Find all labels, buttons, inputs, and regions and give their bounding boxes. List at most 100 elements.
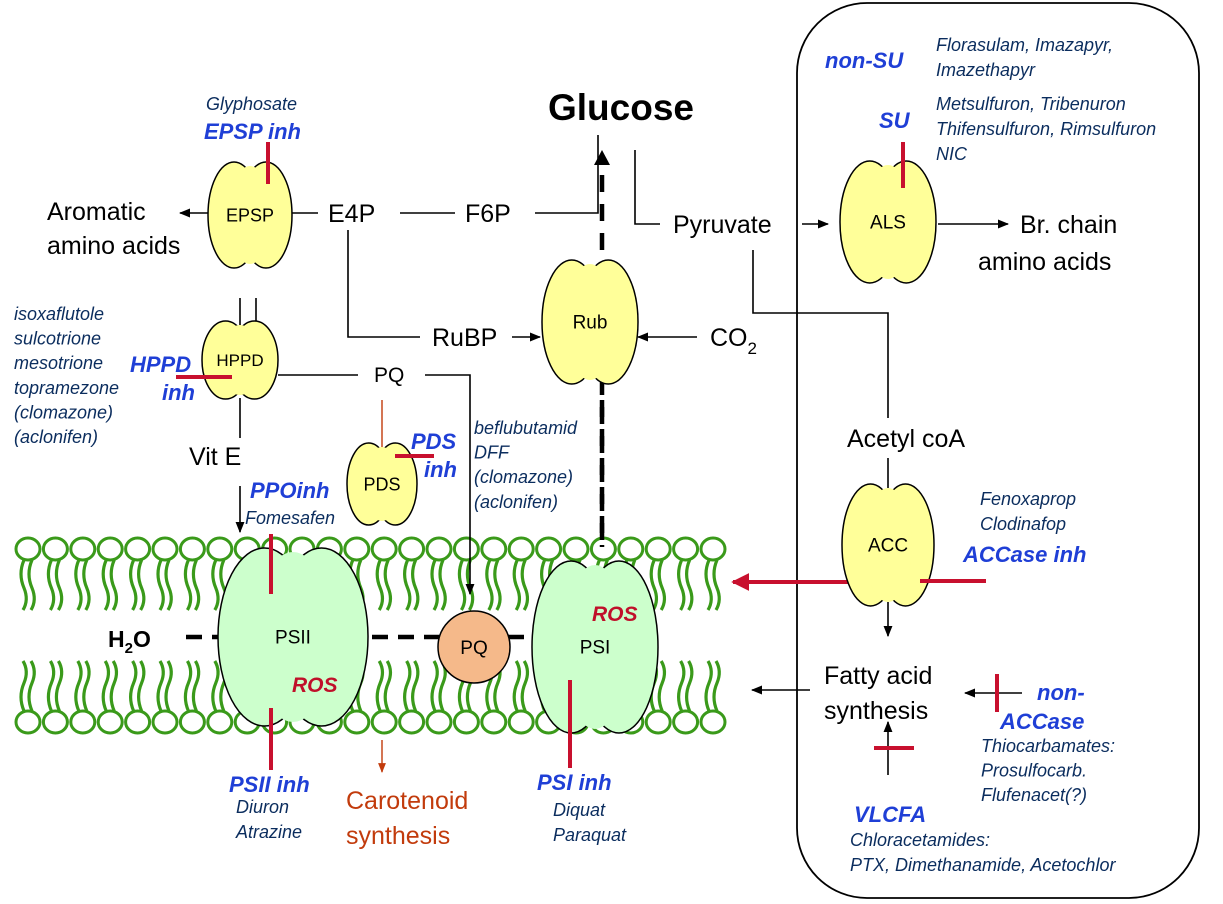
lipid-head: [41, 709, 69, 735]
lipid-head: [69, 536, 97, 562]
lipid-tail: [403, 660, 412, 712]
su-herbicide-0: Metsulfuron, Tribenuron: [936, 94, 1126, 114]
epsp-inh-label: EPSP inh: [204, 119, 301, 144]
psii-herbicide-0: Diuron: [236, 797, 289, 817]
lipid-tail: [164, 559, 173, 611]
e4p-label: E4P: [328, 200, 375, 228]
lipid-tail: [403, 559, 412, 611]
psi-herbicide-1: Paraquat: [553, 825, 627, 845]
lipid-tail: [183, 660, 193, 712]
als-enzyme: ALS: [839, 160, 937, 284]
lipid-head: [507, 536, 535, 562]
hppd-herbicide-0: isoxaflutole: [14, 304, 104, 324]
lipid-tail: [27, 660, 36, 712]
lipid-head: [644, 709, 672, 735]
aromatic-label-line2: amino acids: [47, 232, 180, 260]
pds-herbicide-1: DFF: [474, 443, 510, 463]
lipid-head: [124, 536, 152, 562]
psi-herbicide-0: Diquat: [553, 800, 606, 820]
lipid-tail: [129, 559, 138, 611]
pq-complex: PQ: [437, 610, 511, 684]
pds-inh-label-line1: PDS: [411, 429, 457, 454]
vlcfa-herbicide-1: PTX, Dimethanamide, Acetochlor: [850, 855, 1116, 875]
psii-inh-label: PSII inh: [229, 772, 310, 797]
lipid-tail: [485, 559, 494, 611]
lipid-tail: [411, 559, 420, 611]
aromatic-label-line1: Aromatic: [47, 198, 146, 226]
lipid-tail: [191, 660, 201, 712]
lipid-head: [562, 536, 590, 562]
lipid-tail: [82, 559, 91, 611]
accase-inh-label: ACCase inh: [962, 542, 1086, 567]
co2-label: CO2: [710, 324, 757, 358]
fatty-acid-label-line2: synthesis: [824, 697, 928, 725]
lipid-head: [69, 709, 97, 735]
lipid-tail: [54, 660, 64, 712]
lipid-head: [672, 709, 700, 735]
lipid-tail: [137, 559, 146, 611]
lipid-tail: [649, 559, 659, 611]
lipid-tail: [712, 660, 721, 712]
lipid-tail: [211, 660, 220, 712]
hppd-herbicide-2: mesotrione: [14, 353, 103, 373]
lipid-tail: [191, 559, 201, 611]
lipid-head: [699, 709, 727, 735]
br-chain-label-line2: amino acids: [978, 248, 1111, 276]
lipid-tail: [137, 660, 146, 712]
lipid-tail: [383, 559, 393, 611]
accase-herbicide-0: Fenoxaprop: [980, 489, 1076, 509]
non-accase-label-line2: ACCase: [999, 709, 1084, 734]
lipid-tail: [109, 660, 119, 712]
lipid-tail: [109, 559, 119, 611]
lipid-tail: [438, 559, 447, 611]
water-label: H2O: [108, 626, 151, 657]
epsp-enzyme: EPSP: [207, 161, 293, 269]
lipid-tail: [411, 660, 420, 712]
lipid-tail: [74, 559, 83, 611]
lipid-tail: [677, 660, 686, 712]
lipid-head: [644, 536, 672, 562]
psi-ros-label: ROS: [592, 603, 638, 626]
hppd-herbicide-5: (aclonifen): [14, 427, 98, 447]
lipid-tail: [685, 660, 694, 712]
lipid-tail: [164, 660, 173, 712]
lipid-tail: [520, 559, 530, 611]
inhibitor-bars: [176, 142, 999, 770]
br-chain-label-line1: Br. chain: [1020, 211, 1117, 239]
non-accase-label-line1: non-: [1037, 680, 1085, 705]
lipid-tail: [129, 660, 138, 712]
lipid-head: [425, 709, 453, 735]
hppd-enzyme-label: HPPD: [216, 351, 263, 370]
hppd-herbicide-3: topramezone: [14, 378, 119, 398]
non-su-label: non-SU: [825, 48, 904, 73]
psii-ros-label: ROS: [292, 674, 338, 697]
lipid-head: [206, 536, 234, 562]
lipid-tail: [375, 559, 385, 611]
non-su-herbicide-0: Florasulam, Imazapyr,: [936, 35, 1113, 55]
lipid-tail: [512, 660, 522, 712]
lipid-head: [370, 536, 398, 562]
lipid-head: [452, 536, 480, 562]
f6p-label: F6P: [465, 200, 511, 228]
lipid-head: [206, 709, 234, 735]
ppo-inh-label: PPOinh: [250, 478, 329, 503]
lipid-head: [14, 536, 42, 562]
acetyl-coa-label: Acetyl coA: [847, 425, 965, 453]
pds-herbicide-3: (aclonifen): [474, 492, 558, 512]
glucose-label: Glucose: [548, 87, 694, 128]
lipid-tail: [685, 559, 694, 611]
lipid-head: [672, 536, 700, 562]
lipid-head: [699, 536, 727, 562]
lipid-head: [398, 709, 426, 735]
lipid-tail: [183, 559, 193, 611]
lipid-head: [617, 536, 645, 562]
lipid-tail: [657, 559, 667, 611]
lipid-head: [589, 536, 617, 562]
fatty-acid-label-line1: Fatty acid: [824, 662, 932, 690]
rub-enzyme-label: Rub: [573, 313, 608, 334]
lipid-tail: [430, 660, 439, 712]
hppd-enzyme: HPPD: [201, 320, 279, 400]
lipid-head: [96, 536, 124, 562]
lipid-head: [151, 709, 179, 735]
